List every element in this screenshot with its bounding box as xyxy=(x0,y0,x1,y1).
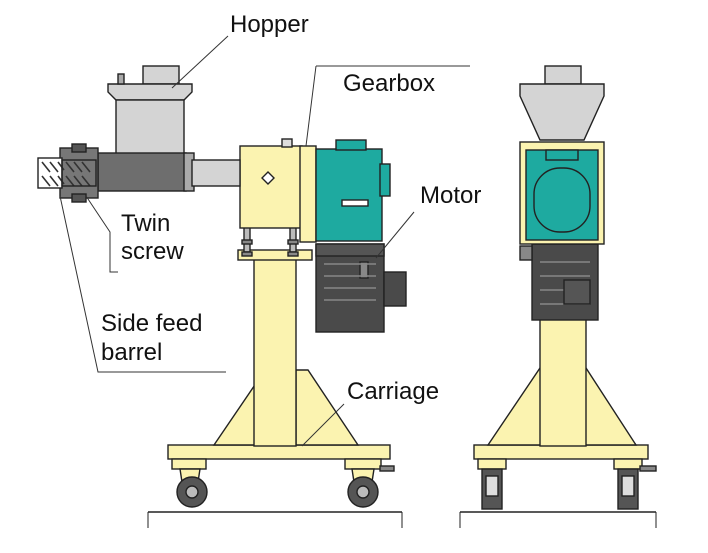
carriage-side xyxy=(167,249,391,460)
caster-front-right xyxy=(613,458,657,510)
side-feed-barrel-side xyxy=(59,143,241,203)
label-twin-screw-line1: Twin xyxy=(121,210,171,237)
label-twin-screw-line2: screw xyxy=(121,238,184,265)
label-gearbox: Gearbox xyxy=(343,70,436,97)
leader-lines-side xyxy=(59,35,470,447)
label-hopper: Hopper xyxy=(230,11,309,38)
gearbox-front xyxy=(519,141,605,245)
gearbox-housing xyxy=(239,138,317,243)
hopper-front xyxy=(519,65,605,141)
hopper-side xyxy=(107,65,193,155)
twin-screw-side xyxy=(37,157,97,189)
label-carriage: Carriage xyxy=(347,378,440,405)
motor-front xyxy=(519,243,599,321)
carriage-front xyxy=(473,311,649,460)
caster-front-left xyxy=(477,458,507,510)
label-side-feed-barrel-line2: barrel xyxy=(101,339,163,366)
label-side-feed-barrel-line1: Side feed xyxy=(101,310,203,337)
side-view xyxy=(37,35,470,528)
front-view xyxy=(459,65,657,528)
label-motor: Motor xyxy=(420,182,482,209)
caster-right-wheel xyxy=(347,476,379,508)
gearbox-side xyxy=(315,139,391,242)
motor-side xyxy=(315,243,407,333)
caster-left-wheel xyxy=(176,476,208,508)
